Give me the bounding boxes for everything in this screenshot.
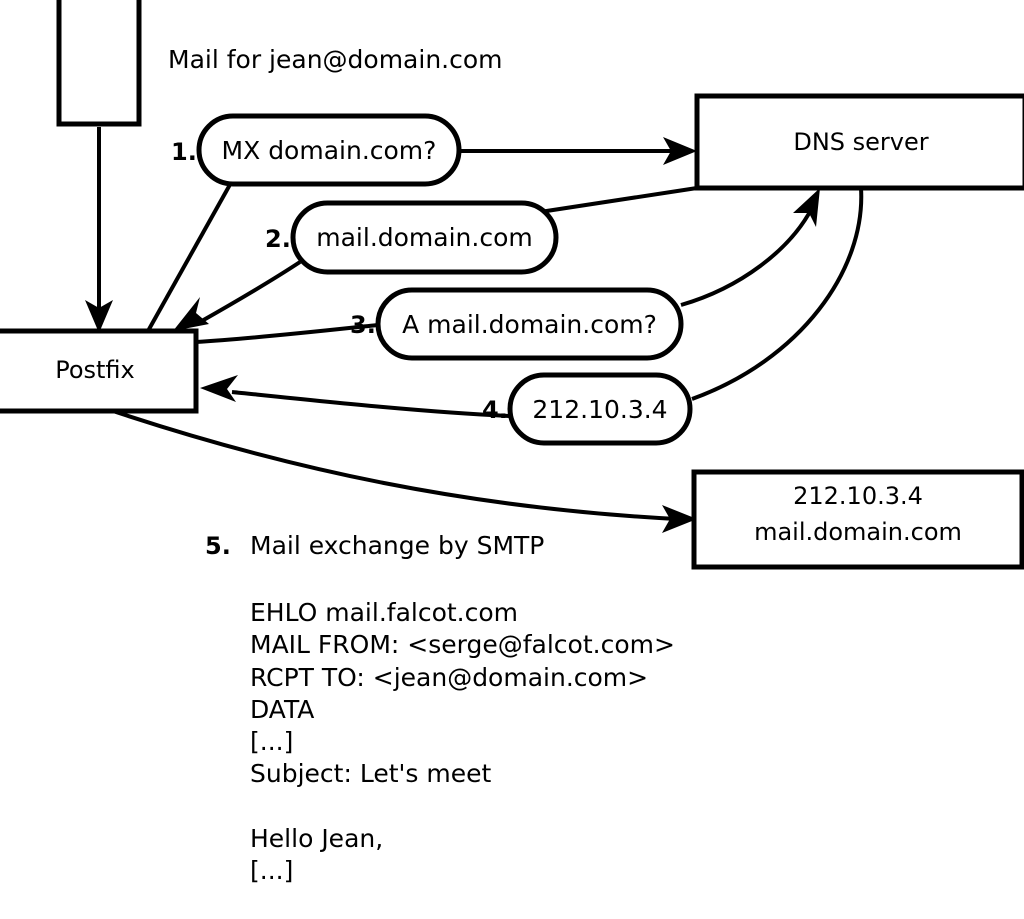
edge-postfix-to-step1	[146, 180, 234, 332]
node-mail-source	[56, 0, 142, 127]
edge-source-to-postfix	[85, 127, 113, 333]
callout-label-step-2: mail.domain.com	[316, 223, 533, 252]
edge-step2-to-postfix	[173, 260, 302, 331]
callout-label-step-3: A mail.domain.com?	[402, 310, 657, 339]
node-postfix	[0, 328, 199, 414]
edge-postfix-to-mailserver	[109, 408, 697, 533]
step-number-5: 5.	[205, 532, 231, 560]
callout-label-step-1: MX domain.com?	[221, 136, 437, 165]
step-number-3: 3.	[350, 311, 376, 339]
node-label-mail-server-ip: 212.10.3.4	[793, 482, 923, 510]
step-number-1: 1.	[171, 138, 197, 166]
step-number-2: 2.	[265, 225, 291, 253]
edge-step3-to-dns	[680, 188, 820, 307]
step-label-5: Mail exchange by SMTP	[250, 531, 545, 560]
node-label-dns-server: DNS server	[793, 128, 929, 156]
node-label-mail-server-host: mail.domain.com	[754, 518, 962, 546]
smtp-transcript: EHLO mail.falcot.com MAIL FROM: <serge@f…	[250, 598, 675, 886]
callout-step-2	[290, 200, 559, 275]
edge-dns-to-step4	[691, 187, 864, 401]
step-number-4: 4.	[482, 396, 508, 424]
edge-postfix-to-step3	[195, 323, 379, 344]
node-dns-server	[694, 93, 1024, 191]
callout-step-4	[507, 372, 693, 446]
callout-step-3	[375, 287, 684, 361]
node-label-postfix: Postfix	[55, 356, 135, 384]
page-title: Mail for jean@domain.com	[168, 45, 503, 74]
edge-step1-to-dns	[459, 137, 697, 165]
callout-step-1	[196, 113, 462, 187]
node-mail-server	[691, 469, 1024, 570]
callout-label-step-4: 212.10.3.4	[532, 395, 668, 424]
edge-dns-to-step2	[539, 186, 698, 214]
edge-step4-to-postfix	[200, 375, 511, 418]
